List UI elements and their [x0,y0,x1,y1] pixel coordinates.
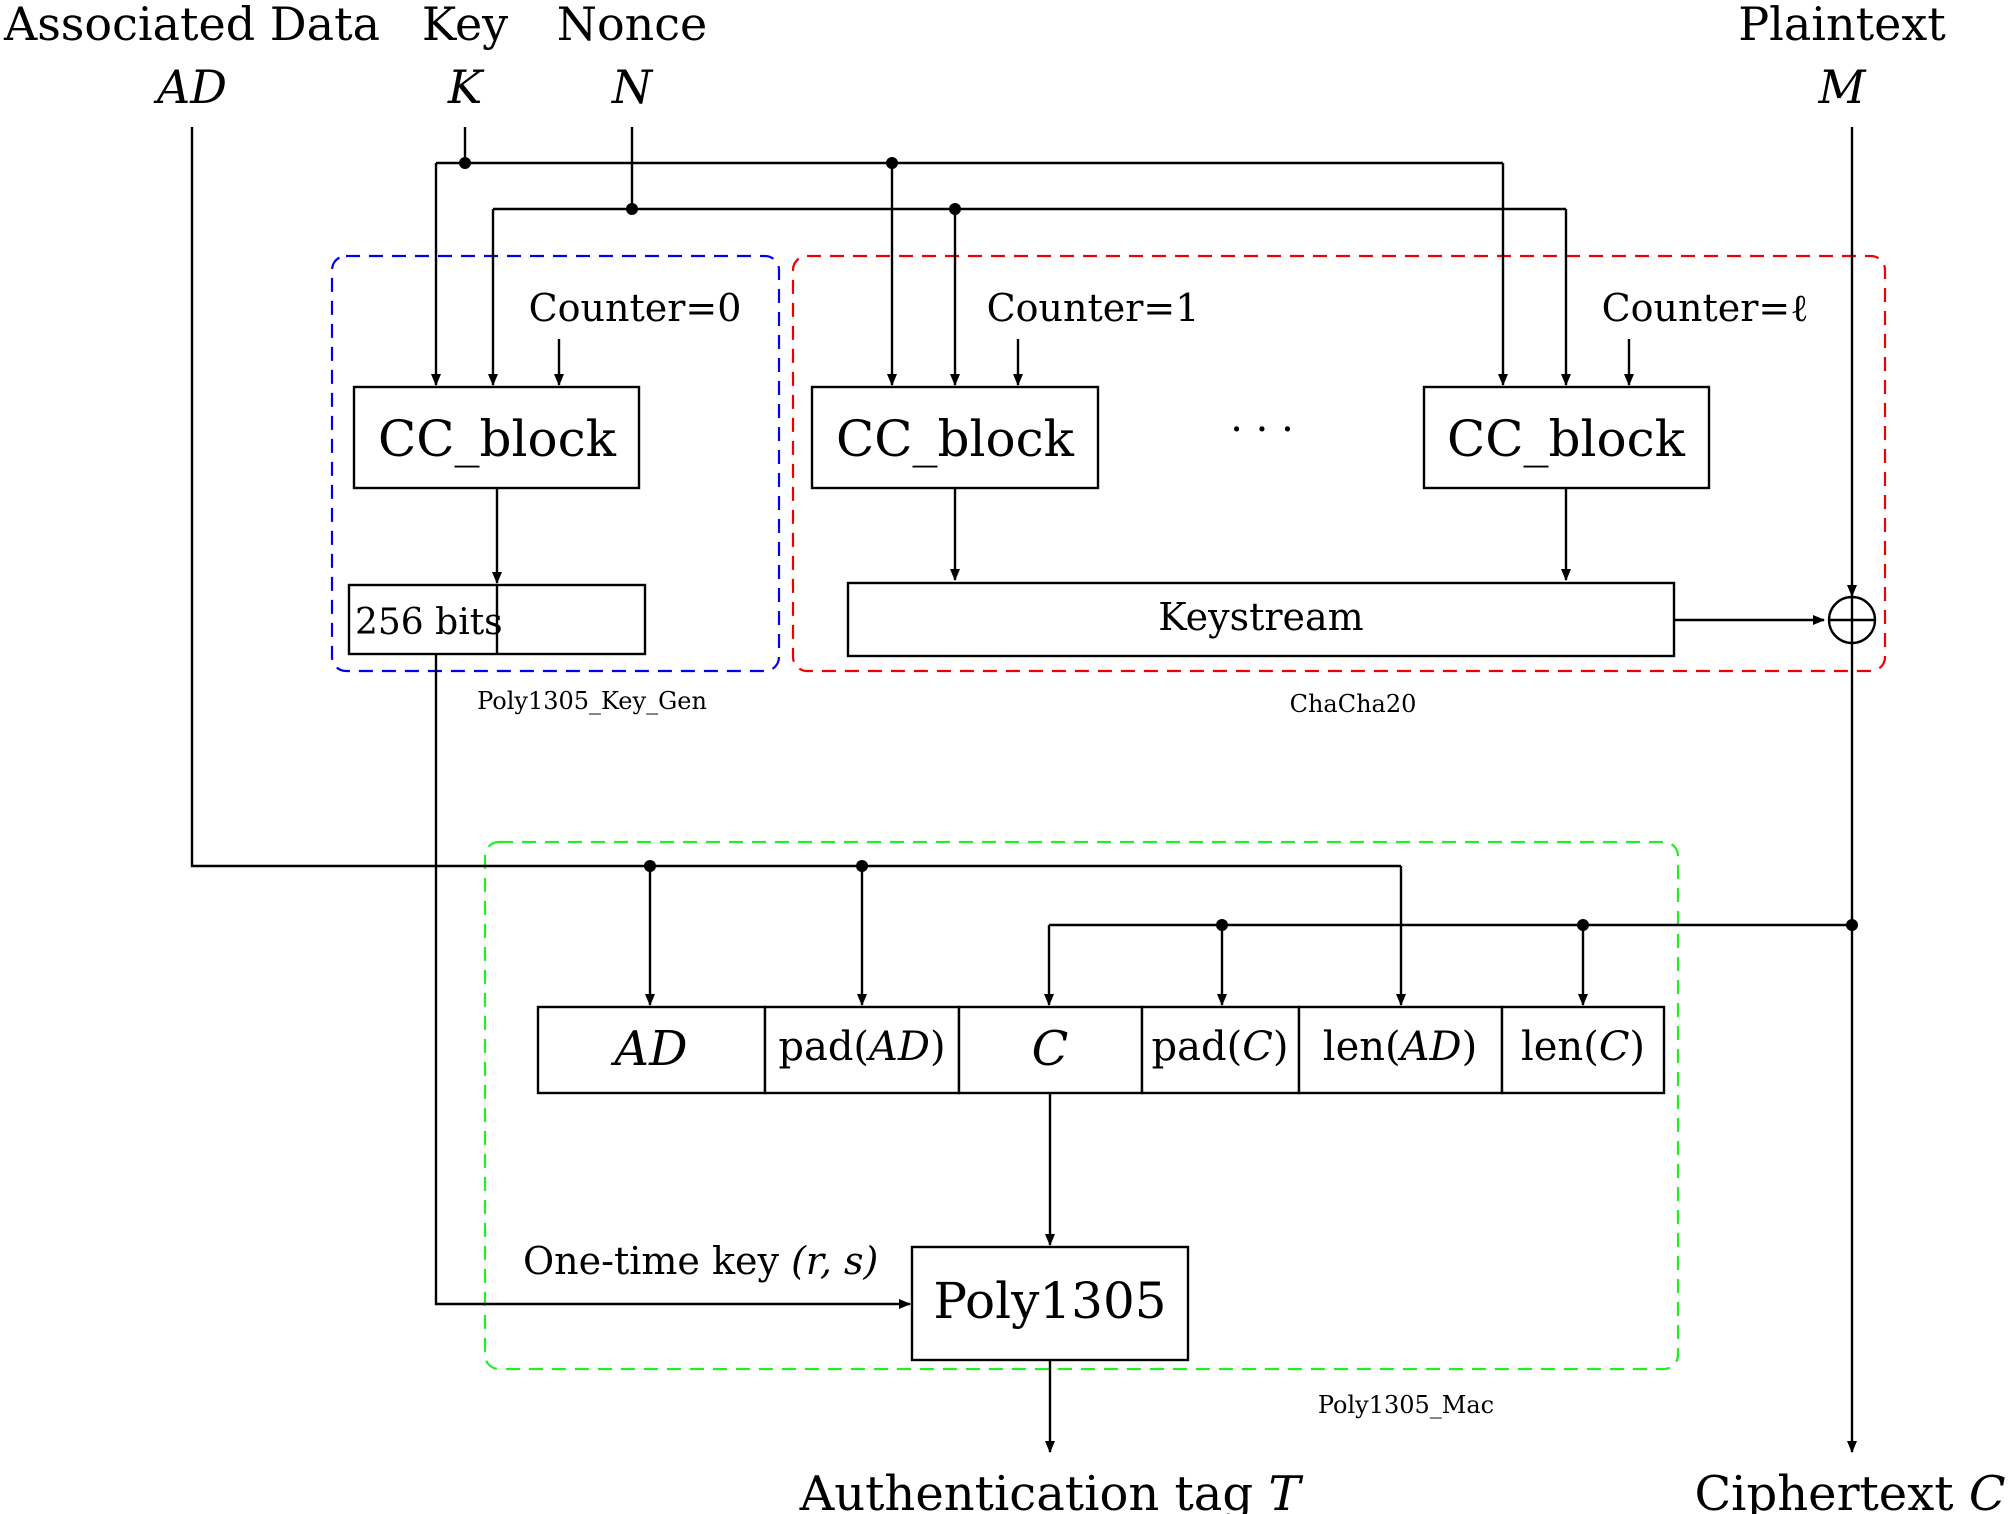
poly1305-mac-region [483,840,1680,1371]
associated-data-label: Associated Data [3,0,380,51]
key-symbol: K [447,60,485,114]
field-len-c: len(C) [1500,1005,1666,1095]
associated-data-bus [190,127,1401,868]
key-gen-region-label: Poly1305_Key_Gen [477,687,707,715]
poly1305-mac-region-label: Poly1305_Mac [1318,1391,1494,1419]
xor-icon [1827,595,1877,645]
svg-text:pad(C): pad(C) [1152,1024,1289,1070]
one-time-key-wire [434,654,911,1309]
poly1305-box [910,1245,1190,1362]
bits-label: 256 bits [355,602,503,643]
counter-0-label: Counter=0 [529,286,742,330]
poly1305-label: Poly1305 [933,1272,1166,1330]
field-ad: AD [536,1005,767,1095]
cc-block-1-label: CC_block [836,410,1075,468]
plaintext-symbol: M [1817,60,1867,114]
svg-text:pad(AD): pad(AD) [778,1024,945,1070]
ellipsis: · · · [1230,407,1294,453]
keystream-label: Keystream [1158,595,1363,639]
one-time-key-label: One-time key (r, s) [523,1239,878,1283]
key-gen-region [330,254,781,673]
mac-input-fields: AD pad(AD) C pad(C) len(AD) len(C) [536,1005,1666,1095]
cc-block-l-label: CC_block [1447,410,1686,468]
key-label: Key [422,0,508,51]
ciphertext-output-label: Ciphertext C [1694,1466,2005,1514]
cc-block-keygen [352,385,641,490]
nonce-label: Nonce [557,0,708,51]
field-pad-ad: pad(AD) [763,1005,961,1095]
svg-text:len(C): len(C) [1521,1024,1645,1070]
field-c: C [957,1005,1144,1095]
chacha20-region-label: ChaCha20 [1290,690,1417,718]
nonce-symbol: N [611,60,654,114]
counter-1-label: Counter=1 [987,286,1200,330]
svg-text:C: C [1032,1021,1069,1077]
cc-block-keygen-label: CC_block [378,410,617,468]
field-len-ad: len(AD) [1297,1005,1504,1095]
key-nonce-wires [431,127,1571,386]
plaintext-label: Plaintext [1738,0,1946,51]
cc-block-l [1422,385,1711,490]
associated-data-symbol: AD [153,60,227,114]
svg-text:len(AD): len(AD) [1323,1024,1477,1070]
field-pad-c: pad(C) [1140,1005,1301,1095]
authentication-tag-label: Authentication tag T [799,1466,1304,1514]
counter-l-label: Counter=ℓ [1602,286,1809,330]
chacha20-region [791,254,1887,673]
svg-text:AD: AD [610,1021,687,1077]
